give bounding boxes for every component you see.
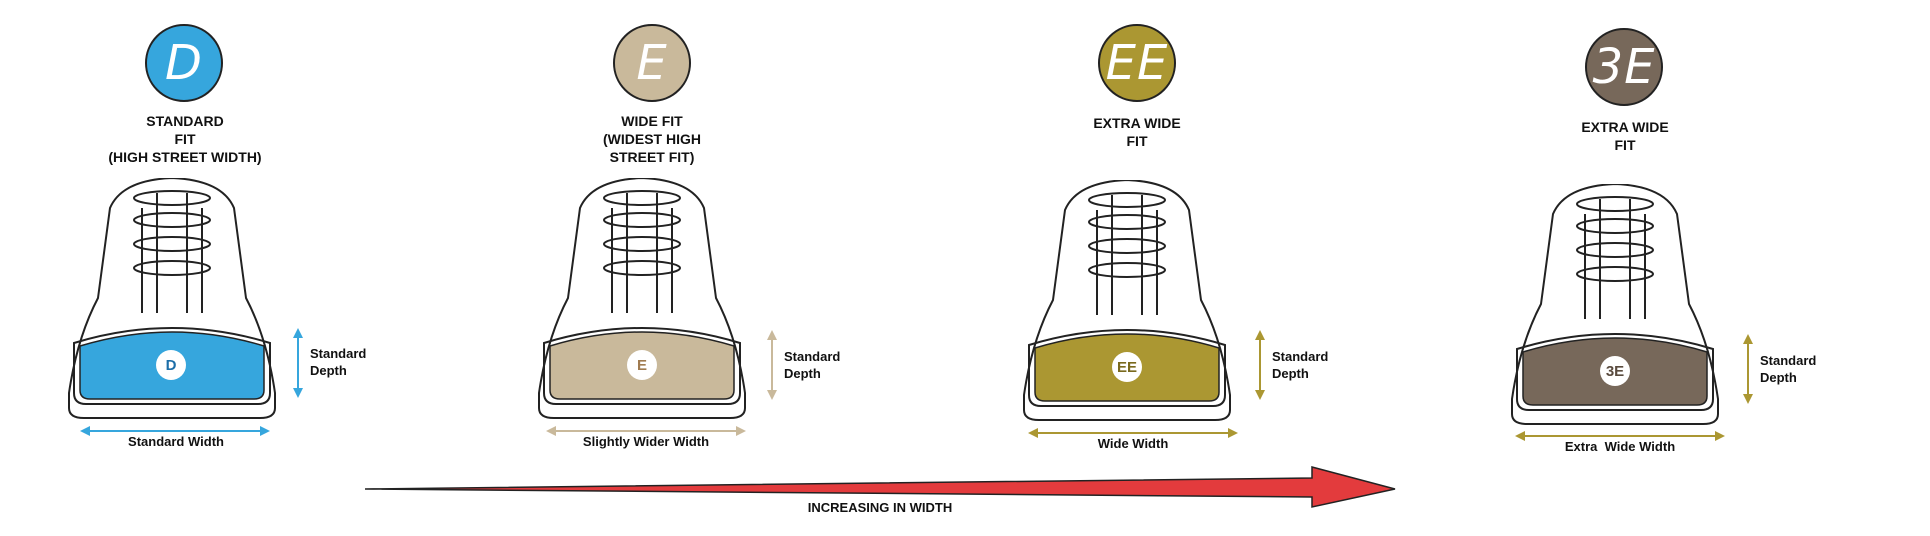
toe-label-ee: EE <box>1112 352 1142 382</box>
fit-badge-d: D <box>145 24 223 102</box>
depth-arrow-e <box>767 330 777 400</box>
fit-badge-3e: 3E <box>1585 28 1663 106</box>
fit-column-ee: EE EXTRA WIDE FIT EE Standard Depth Wide… <box>1020 0 1440 470</box>
fit-column-3e: 3E EXTRA WIDE FIT 3E Standard Depth Extr… <box>1505 0 1925 470</box>
fit-badge-code: EE <box>1105 35 1169 91</box>
fit-badge-code: E <box>636 35 668 91</box>
depth-arrow-d <box>293 328 303 398</box>
shoe-diagram-ee <box>1023 180 1231 421</box>
fit-title-d: STANDARD FIT (HIGH STREET WIDTH) <box>108 113 262 165</box>
depth-label-d: Standard Depth <box>310 346 367 378</box>
width-arrow-d <box>80 426 270 436</box>
fit-title-3e: EXTRA WIDE FIT <box>1581 119 1669 153</box>
depth-arrow-ee <box>1255 330 1265 400</box>
toe-label-3e: 3E <box>1600 356 1630 386</box>
increasing-width-label: INCREASING IN WIDTH <box>807 500 953 515</box>
shoe-diagram-d <box>68 178 276 419</box>
shoe-diagram-3e <box>1511 184 1719 425</box>
width-arrow-ee <box>1028 428 1238 438</box>
fit-title-ee: EXTRA WIDE FIT <box>1093 115 1181 149</box>
depth-label-ee: Standard Depth <box>1272 349 1329 381</box>
fit-badge-code: D <box>165 35 203 91</box>
fit-badge-code: 3E <box>1592 39 1656 95</box>
fit-badge-ee: EE <box>1098 24 1176 102</box>
toe-label-e: E <box>627 350 657 380</box>
width-arrow-3e <box>1515 431 1725 441</box>
fit-title-e: WIDE FIT (WIDEST HIGH STREET FIT) <box>603 113 701 165</box>
increasing-width-arrow <box>365 466 1396 508</box>
shoe-diagram-e <box>538 178 746 419</box>
width-label-e: Slightly Wider Width <box>582 434 710 449</box>
toe-label-d: D <box>156 350 186 380</box>
width-label-3e: Extra Wide Width <box>1564 439 1676 454</box>
depth-label-3e: Standard Depth <box>1760 353 1817 385</box>
depth-arrow-3e <box>1743 334 1753 404</box>
fit-column-e: E WIDE FIT (WIDEST HIGH STREET FIT) E St… <box>528 0 948 470</box>
width-label-ee: Wide Width <box>1097 436 1169 451</box>
width-arrow-e <box>546 426 746 436</box>
depth-label-e: Standard Depth <box>784 349 841 381</box>
fit-badge-e: E <box>613 24 691 102</box>
fit-column-d: D STANDARD FIT (HIGH STREET WIDTH) D Sta… <box>60 0 480 470</box>
width-label-d: Standard Width <box>128 434 224 449</box>
